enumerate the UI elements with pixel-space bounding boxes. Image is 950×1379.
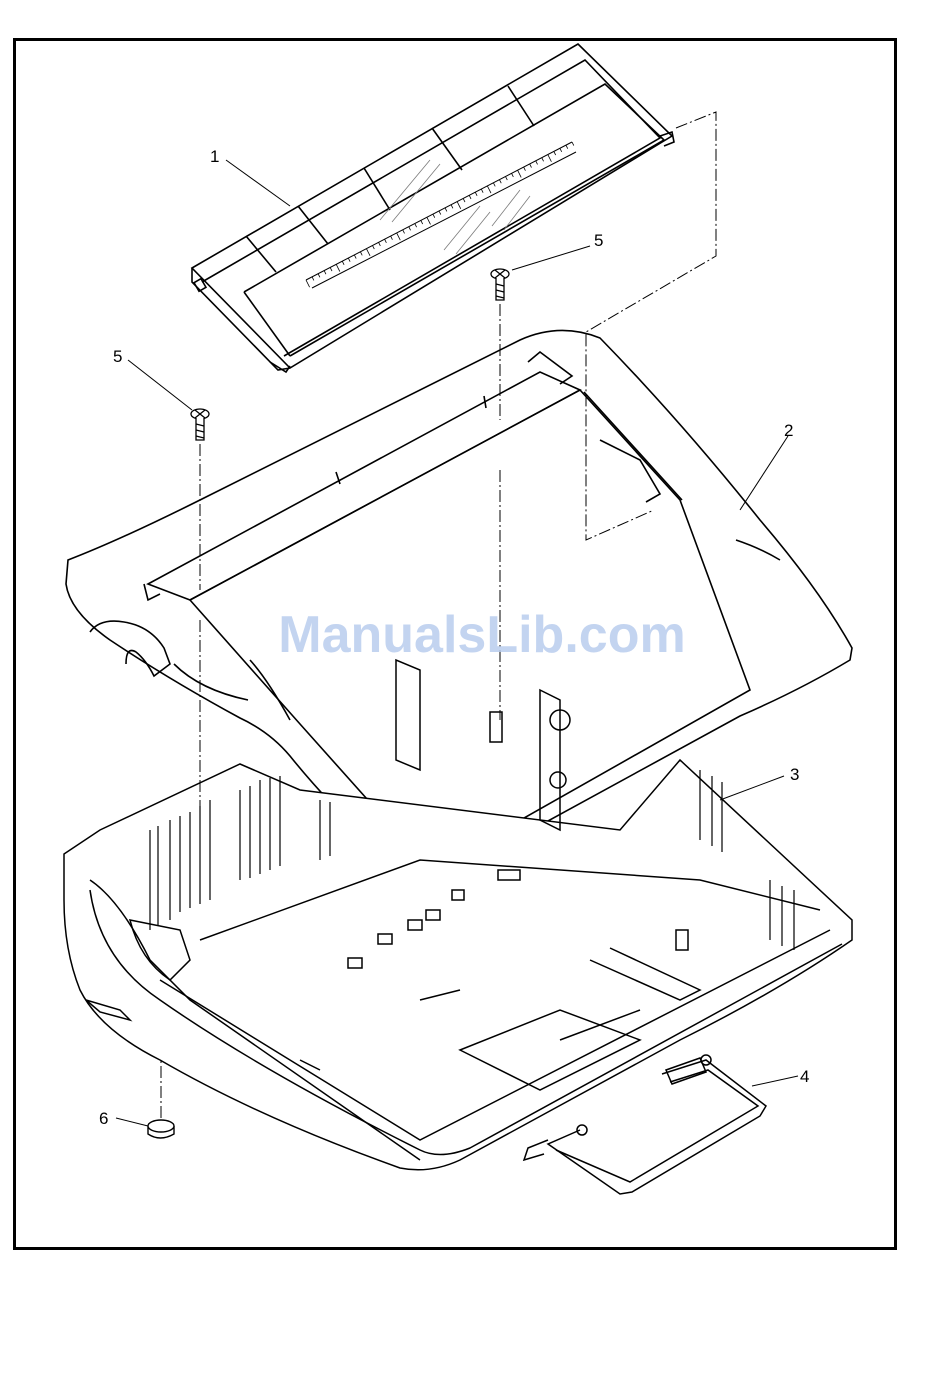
part-5-screw-left [191, 409, 209, 440]
callout-5-right: 5 [594, 231, 603, 250]
part-5-screw-right [491, 269, 509, 300]
callout-4: 4 [800, 1067, 809, 1086]
callout-5-left: 5 [113, 347, 122, 366]
callout-3: 3 [790, 765, 799, 784]
part-6-rubber-foot [148, 1120, 174, 1138]
callout-6: 6 [99, 1109, 108, 1128]
part-1-top-cover [192, 44, 674, 372]
callout-1: 1 [210, 147, 219, 166]
watermark: ManualsLib.com [278, 606, 685, 664]
callout-2: 2 [784, 421, 793, 440]
